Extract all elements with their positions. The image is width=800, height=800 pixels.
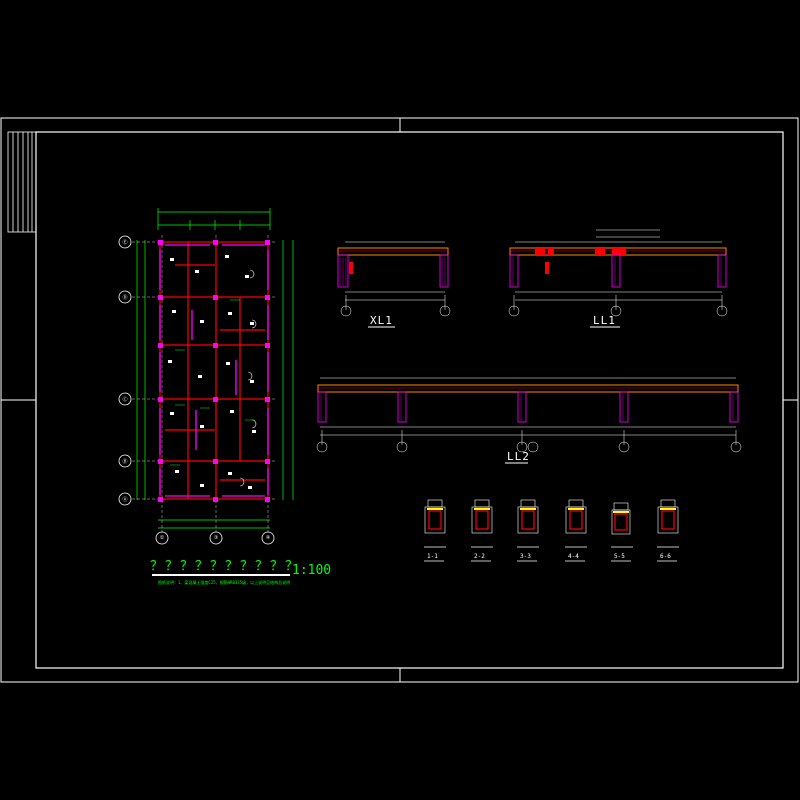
beam-label-xl1: XL1 <box>370 314 393 327</box>
floor-plan <box>118 208 294 576</box>
beam-elevation-ll2 <box>316 377 742 464</box>
section-label-3: 3-3 <box>520 553 531 560</box>
plan-title: ？？？？？？？？？？ <box>150 559 301 574</box>
axis-label-4: ④ <box>265 535 271 541</box>
axis-label-1: ① <box>159 535 165 541</box>
beam-label-ll1: LL1 <box>593 314 616 327</box>
plan-scale: 1:100 <box>292 563 332 578</box>
plan-note: 图纸说明：1、梁混凝土强度C25，钢筋HRB335级，以上说明见结构总说明 <box>158 580 291 585</box>
section-label-2: 2-2 <box>474 553 485 560</box>
beam-elevation-xl1 <box>337 241 451 328</box>
section-label-1: 1-1 <box>427 553 438 560</box>
section-label-6: 6-6 <box>660 553 671 560</box>
axis-label-e: Ⓐ <box>122 497 128 503</box>
sheet-inner-border <box>35 131 784 669</box>
beam-sections <box>424 499 679 562</box>
beam-label-ll2: LL2 <box>507 450 530 463</box>
section-label-5: 5-5 <box>614 553 625 560</box>
axis-label-b: Ⓓ <box>122 295 128 301</box>
axis-label-3: ③ <box>213 535 219 541</box>
axis-label-c: Ⓒ <box>122 397 128 403</box>
section-label-4: 4-4 <box>568 553 579 560</box>
axis-label-d: Ⓑ <box>122 459 128 465</box>
axis-label-a: Ⓔ <box>122 240 128 246</box>
binding-strip <box>7 131 37 233</box>
beam-elevation-ll1 <box>508 229 728 328</box>
